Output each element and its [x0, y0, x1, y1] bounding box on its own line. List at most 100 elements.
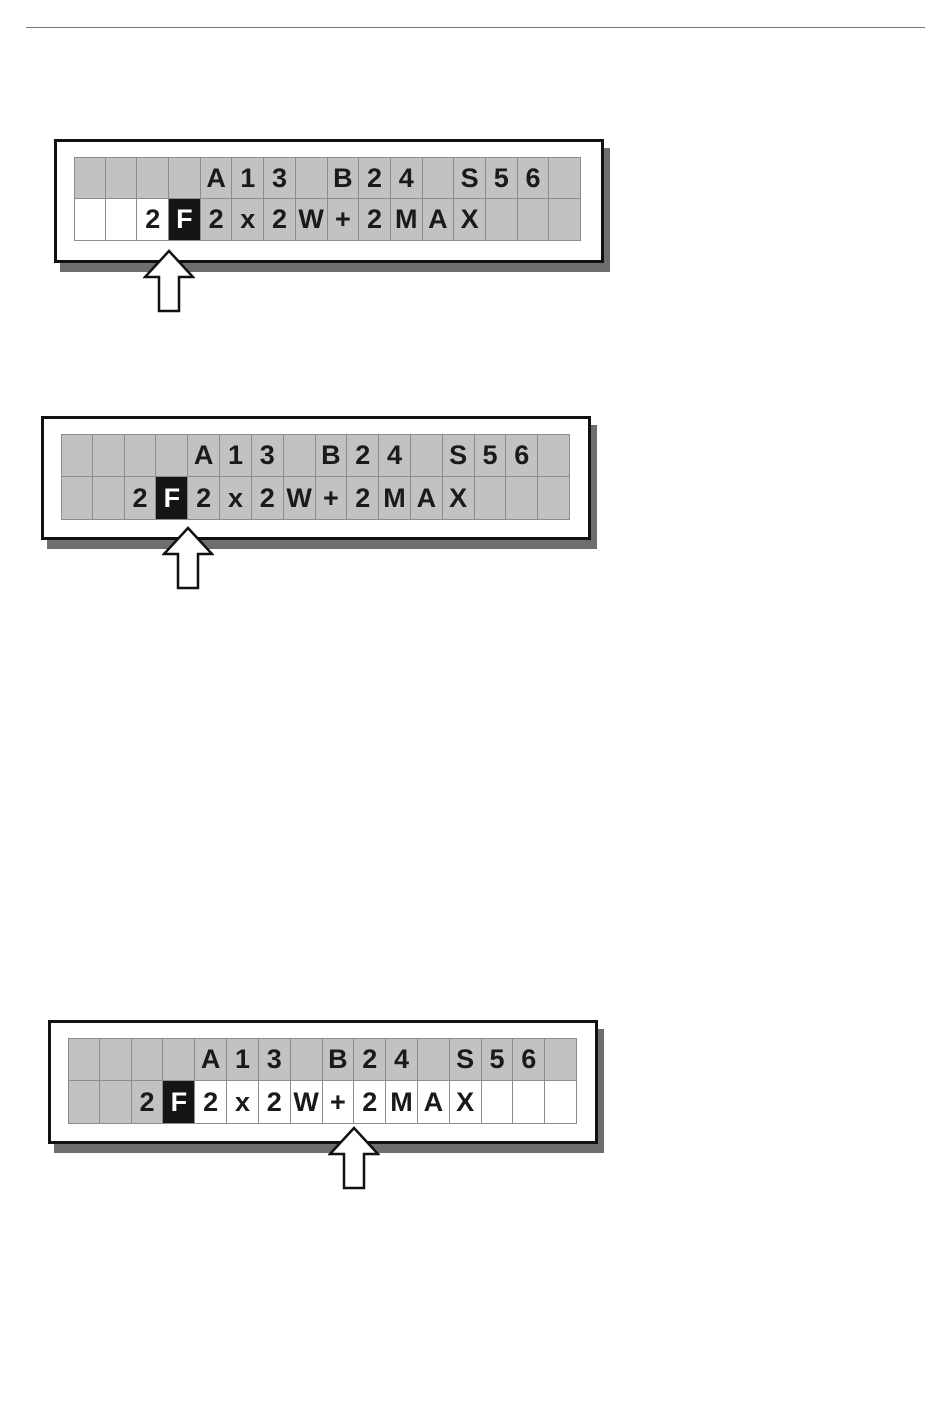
lcd-cell: [411, 434, 443, 477]
lcd-cell: [506, 477, 538, 520]
top-rule: [26, 27, 925, 28]
lcd-cell: X: [450, 1081, 482, 1124]
lcd-cell: [538, 434, 570, 477]
lcd-cell: X: [454, 199, 486, 241]
lcd-cell: [93, 434, 125, 477]
lcd-cell: [549, 199, 581, 241]
lcd-cell: [545, 1081, 577, 1124]
lcd-cell: A: [195, 1038, 227, 1081]
lcd-cell: 2: [354, 1081, 386, 1124]
lcd-cursor-cell: F: [163, 1081, 195, 1124]
lcd-cell: [169, 157, 201, 199]
lcd-cell: [163, 1038, 195, 1081]
lcd-cell: A: [418, 1081, 450, 1124]
lcd-cell: S: [443, 434, 475, 477]
lcd-cell: A: [201, 157, 233, 199]
up-arrow-icon: [162, 526, 214, 590]
lcd-cell: 2: [195, 1081, 227, 1124]
lcd-cell: [518, 199, 550, 241]
lcd-cell: [106, 157, 138, 199]
lcd-cell: [423, 157, 455, 199]
lcd-cell: [549, 157, 581, 199]
lcd-cell: M: [379, 477, 411, 520]
lcd-cell: [68, 1038, 100, 1081]
lcd-cell: [74, 199, 106, 241]
lcd-cell: 2: [137, 199, 169, 241]
lcd-cell: B: [323, 1038, 355, 1081]
lcd-cell: +: [316, 477, 348, 520]
lcd-cell: W: [291, 1081, 323, 1124]
lcd-cell: 2: [125, 477, 157, 520]
lcd-cell: 2: [252, 477, 284, 520]
lcd-cell: 3: [264, 157, 296, 199]
lcd-cell: [137, 157, 169, 199]
lcd-cell: 2: [359, 157, 391, 199]
lcd-cell: x: [227, 1081, 259, 1124]
lcd-cell: 5: [486, 157, 518, 199]
lcd-cell: [513, 1081, 545, 1124]
lcd-cell: M: [386, 1081, 418, 1124]
lcd-cell: [284, 434, 316, 477]
lcd-cell: 3: [252, 434, 284, 477]
lcd-cell: 6: [518, 157, 550, 199]
lcd-cell: 4: [379, 434, 411, 477]
lcd-cell: B: [328, 157, 360, 199]
lcd-cell: [132, 1038, 164, 1081]
lcd-cell: [482, 1081, 514, 1124]
lcd-cell: W: [284, 477, 316, 520]
lcd-cell: [100, 1081, 132, 1124]
lcd-cell: 1: [232, 157, 264, 199]
lcd-cell: 6: [506, 434, 538, 477]
lcd-cell: 5: [482, 1038, 514, 1081]
lcd-cell: W: [296, 199, 328, 241]
up-arrow-icon: [143, 249, 195, 313]
lcd-cell: [538, 477, 570, 520]
lcd-cell: x: [220, 477, 252, 520]
lcd-cell: [61, 434, 93, 477]
lcd-cell: A: [423, 199, 455, 241]
lcd-cell: 2: [201, 199, 233, 241]
lcd-cell: 4: [391, 157, 423, 199]
lcd-cell: [61, 477, 93, 520]
lcd-cell: [100, 1038, 132, 1081]
lcd-cell: 2: [359, 199, 391, 241]
lcd-cell: +: [328, 199, 360, 241]
lcd-cell: 1: [220, 434, 252, 477]
lcd-cell: 2: [347, 434, 379, 477]
lcd-cell: [296, 157, 328, 199]
lcd-cell: 2: [347, 477, 379, 520]
lcd-cell: [291, 1038, 323, 1081]
lcd-cell: [74, 157, 106, 199]
lcd-cell: [545, 1038, 577, 1081]
lcd-cell: [106, 199, 138, 241]
lcd-cell: 2: [259, 1081, 291, 1124]
lcd-cell: 4: [386, 1038, 418, 1081]
lcd-cell: [418, 1038, 450, 1081]
lcd-cell: 2: [354, 1038, 386, 1081]
lcd-cursor-cell: F: [169, 199, 201, 241]
lcd-cell: 2: [132, 1081, 164, 1124]
lcd-cell: [93, 477, 125, 520]
lcd-cell: X: [443, 477, 475, 520]
up-arrow-icon: [328, 1126, 380, 1190]
lcd-cell: [486, 199, 518, 241]
lcd-cell: +: [323, 1081, 355, 1124]
lcd-cell: S: [454, 157, 486, 199]
lcd-cell: 2: [188, 477, 220, 520]
lcd-cell: A: [188, 434, 220, 477]
lcd-cell: 5: [475, 434, 507, 477]
lcd-cell: B: [316, 434, 348, 477]
lcd-cell: x: [232, 199, 264, 241]
lcd-cell: [475, 477, 507, 520]
lcd-cell: [125, 434, 157, 477]
lcd-cell: 6: [513, 1038, 545, 1081]
lcd-cell: S: [450, 1038, 482, 1081]
lcd-cell: 3: [259, 1038, 291, 1081]
lcd-cell: A: [411, 477, 443, 520]
